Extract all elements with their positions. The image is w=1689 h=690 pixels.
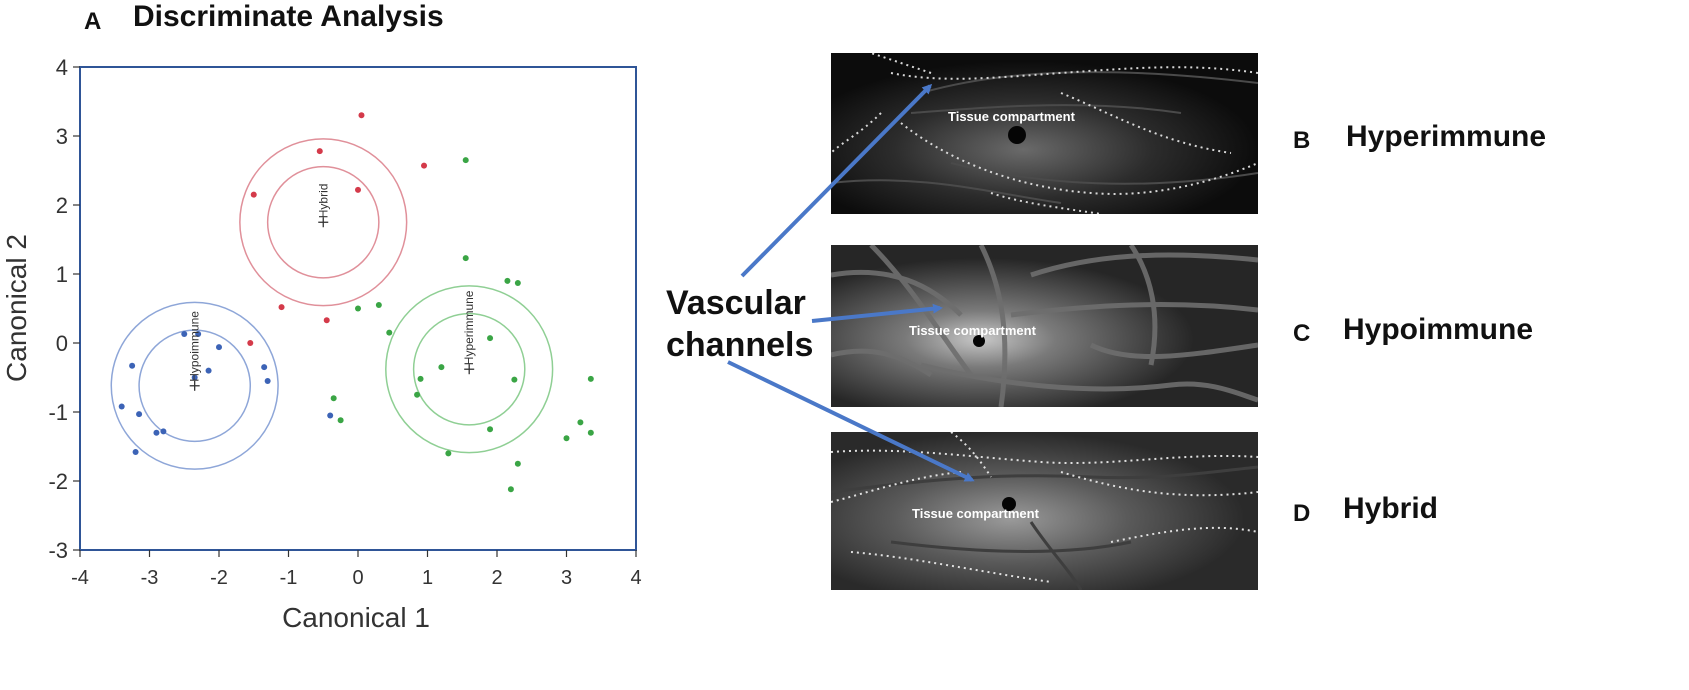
confidence-rings [110,138,554,470]
image-hypoimmune: Tissue compartment [831,245,1258,407]
vascular-channels-label: Vascular channels [666,282,813,366]
x-tick-label: -3 [141,567,159,589]
centroid-label-hyperimmune: Hyperimmune [462,290,476,365]
vascular-label-line2: channels [666,326,814,364]
point-hyperimmune-11 [414,391,421,398]
x-tick-label: 3 [561,567,572,589]
y-axis-ticks: -3 -2 -1 0 1 2 3 4 [48,55,80,563]
point-hyperimmune-9 [417,375,424,382]
x-tick-label: -1 [280,567,298,589]
point-hybrid-0 [358,112,365,119]
ring-hybrid-1 [239,138,408,307]
ring-hypoimmune-0 [138,329,252,443]
x-axis-ticks: -4 -3 -2 -1 0 1 2 3 4 [71,550,642,589]
point-hyperimmune-14 [337,417,344,424]
point-hypoimmune-5 [191,374,198,381]
point-hyperimmune-21 [507,486,514,493]
point-hypoimmune-6 [261,364,268,371]
y-tick-label: -3 [48,538,68,563]
point-hypoimmune-4 [205,367,212,374]
point-hypoimmune-9 [118,403,125,410]
data-points [118,112,594,493]
point-hybrid-7 [247,340,254,346]
panel-d-label: Hybrid [1343,492,1439,525]
point-hyperimmune-19 [587,429,594,436]
point-hyperimmune-8 [438,364,445,371]
panel-c-letter: C [1293,320,1311,347]
ring-hypoimmune-1 [110,301,279,470]
point-hybrid-3 [355,186,361,193]
panel-a-letter: A [84,8,102,35]
y-tick-label: 2 [56,193,68,218]
point-hypoimmune-10 [153,429,160,436]
point-hyperimmune-20 [514,460,521,467]
point-hyperimmune-18 [563,435,570,442]
image-hybrid: Tissue compartment [831,432,1258,590]
panel-d-letter: D [1293,500,1311,527]
arrow-to-hybrid [727,360,975,482]
point-hyperimmune-13 [330,395,337,402]
point-hypoimmune-13 [327,412,334,419]
panel-c-label: Hypoimmune [1343,313,1534,346]
ring-hyperimmune-0 [412,312,526,426]
ring-hyperimmune-1 [385,285,554,454]
arrow-to-hypoimmune [811,303,943,323]
point-hyperimmune-1 [462,255,469,262]
point-hyperimmune-7 [487,335,494,342]
point-hyperimmune-0 [462,157,469,164]
panel-b-letter: B [1293,127,1311,154]
point-hybrid-2 [250,191,257,198]
y-tick-label: 1 [56,262,68,287]
point-hybrid-5 [278,304,285,311]
image-hyperimmune: Tissue compartment [831,53,1258,214]
y-axis-label: Canonical 2 [1,234,32,382]
point-hypoimmune-0 [181,331,188,338]
arrow-to-hyperimmune [740,83,933,278]
x-tick-label: 4 [630,567,641,589]
point-hyperimmune-4 [375,302,382,309]
point-hypoimmune-8 [136,411,143,418]
panel-b-label: Hyperimmune [1346,120,1547,153]
point-hyperimmune-15 [487,426,494,433]
point-hybrid-1 [316,148,323,155]
vascular-label-line1: Vascular [666,284,806,322]
x-axis-label: Canonical 1 [282,602,430,633]
panel-a-title: Discriminate Analysis [133,0,444,33]
y-tick-label: 4 [56,55,68,80]
x-tick-label: -2 [210,567,228,589]
point-hyperimmune-17 [577,419,584,426]
y-tick-label: -2 [48,469,68,494]
x-tick-label: 2 [491,567,502,589]
tissue-compartment-label-d: Tissue compartment [912,506,1040,521]
point-hypoimmune-7 [264,377,271,384]
point-hypoimmune-11 [160,428,167,435]
x-tick-label: 0 [352,567,363,589]
centroid-label-hybrid: Hybrid [316,184,330,219]
y-tick-label: 0 [56,331,68,356]
x-tick-label: 1 [422,567,433,589]
tissue-compartment-label-c: Tissue compartment [909,323,1037,338]
point-hyperimmune-16 [445,450,452,457]
point-hyperimmune-2 [504,277,511,284]
y-tick-label: -1 [48,400,68,425]
point-hypoimmune-1 [195,331,202,338]
x-tick-label: -4 [71,567,89,589]
point-hyperimmune-10 [511,376,518,383]
point-hyperimmune-6 [386,329,393,336]
point-hyperimmune-5 [355,305,361,312]
point-hybrid-4 [421,162,428,169]
ring-hybrid-0 [266,165,380,279]
point-hyperimmune-12 [587,375,594,382]
tissue-compartment-label-b: Tissue compartment [948,109,1076,124]
y-tick-label: 3 [56,124,68,149]
point-hypoimmune-12 [132,449,139,456]
centroid-label-hypoimmune: Hypoimmune [188,311,202,382]
point-hypoimmune-2 [129,362,136,369]
point-hybrid-6 [323,317,330,324]
point-hyperimmune-3 [514,279,521,286]
point-hypoimmune-3 [216,344,222,351]
